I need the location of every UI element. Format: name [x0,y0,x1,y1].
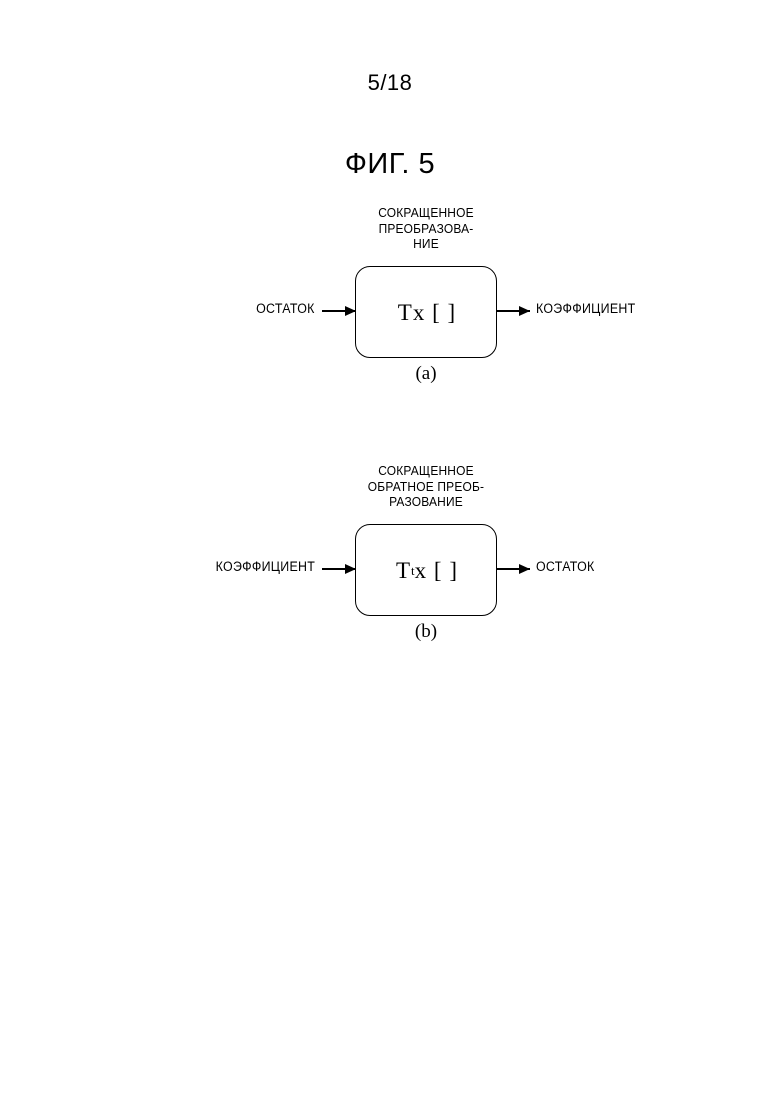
block-header-line-2: ОБРАТНОЕ ПРЕОБ- [367,478,485,494]
arrow-head-icon [345,564,356,574]
block-header-line-3: РАЗОВАНИЕ [389,494,463,509]
transform-block-a-symbol: T x [ ] [356,267,498,359]
block-header-line-1: СОКРАЩЕННОЕ [378,463,474,478]
figure-title: ФИГ. 5 [344,148,436,180]
arrow-shaft [497,310,530,312]
output-label-a: КОЭФФИЦИЕНТ [536,301,636,316]
input-arrow-b [322,564,356,574]
page-number: 5/18 [367,70,413,95]
arrow-head-icon [519,564,530,574]
arrow-head-icon [519,306,530,316]
sub-caption-b: (b) [414,621,438,642]
arrow-shaft [322,568,356,570]
output-arrow-a [497,306,530,316]
arrow-shaft [322,310,356,312]
output-arrow-b [497,564,530,574]
symbol-base: T [395,558,412,583]
input-label-a: ОСТАТОК [256,301,315,316]
arrow-shaft [497,568,530,570]
symbol-base: T [397,300,413,325]
block-header-b: СОКРАЩЕННОЕ ОБРАТНОЕ ПРЕОБ- РАЗОВАНИЕ [324,463,528,510]
block-header-a: СОКРАЩЕННОЕ ПРЕОБРАЗОВА- НИЕ [324,205,528,252]
block-header-line-2: ПРЕОБРАЗОВА- [378,220,474,236]
block-header-line-3: НИЕ [413,236,439,251]
symbol-rest: x [ ] [412,300,457,325]
block-header-line-1: СОКРАЩЕННОЕ [378,205,474,220]
arrow-head-icon [345,306,356,316]
symbol-superscript: t [411,563,415,578]
sub-caption-a: (a) [415,363,437,384]
transform-block-a: T x [ ] [355,266,497,358]
output-label-b: ОСТАТОК [536,559,595,574]
input-arrow-a [322,306,356,316]
input-label-b: КОЭФФИЦИЕНТ [215,559,315,574]
symbol-rest: x [ ] [414,558,458,583]
